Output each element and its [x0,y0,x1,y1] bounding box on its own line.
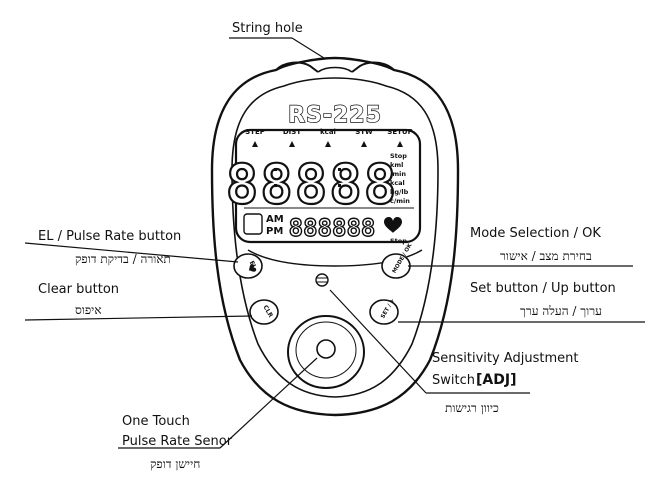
lcd-bottom-stop: Stop [390,237,407,245]
mode-label-dist: DIST [283,128,301,136]
mode-label-setup: SETUP [387,128,412,136]
lcd-sub-digits: 888888 [289,214,376,242]
set-up-button-shape[interactable] [369,299,399,325]
sensor-cup [287,315,365,389]
device-buttons: EL CLR MODE / OK SET / + [233,242,414,359]
callout-string-hole: String hole [232,21,303,36]
pulse-sensor[interactable] [316,339,336,359]
callout-sensitivity-line2: Switch [432,373,475,388]
inner-rim [231,77,439,398]
leader-clear-button [24,315,253,321]
sensitivity-switch[interactable] [315,273,329,287]
leader-el-button [24,242,239,263]
unit-label-stop: Stop [390,152,407,160]
set-up-button[interactable]: SET / + [369,297,399,325]
lcd-lower-row: AM PM 888888 Stop [243,213,407,245]
clr-button[interactable]: CLR [249,299,279,325]
mode-label-kcal: kcal [320,128,336,136]
callout-mode-selection-he: בחירת מצב / אישור [500,249,592,263]
lcd-pm-label: PM [266,226,283,237]
leader-sensitivity [329,289,427,394]
mode-arrow-step [252,141,258,147]
mode-ok-button[interactable]: MODE / OK [381,242,414,279]
model-title: RS-225 [288,103,382,128]
heart-icon [248,264,257,272]
leader-string-hole [291,37,325,59]
unit-label-kglb: kg/lb [390,188,409,196]
callout-sensor-he: חיישן דופק [150,457,200,471]
callout-sensor-line2: Pulse Rate Senor [122,434,233,449]
string-hole-bar [317,66,353,73]
mode-arrow-dist [289,141,295,147]
leader-lines [24,37,645,449]
heart-icon [384,216,402,233]
callout-set-button: Set button / Up button [470,281,616,296]
lcd-colon-dot [274,184,277,187]
callout-el-button-he: תאורה / בדיקת דופק [75,252,171,266]
callout-el-button: EL / Pulse Rate button [38,229,181,244]
lcd-main-digits: 88888 [226,153,399,216]
pulse-sensor-pad[interactable] [316,339,336,359]
callout-texts: String hole EL / Pulse Rate button תאורה… [38,21,616,471]
clr-button-shape[interactable] [249,299,279,325]
mode-arrow-kcal [325,141,331,147]
lcd-colon-dot [338,168,341,171]
mode-label-stw: STW [355,128,373,136]
callout-clear-button: Clear button [38,282,119,297]
lcd-mode-indicator [243,213,263,235]
lcd-colon-dot [338,184,341,187]
unit-label-cmin: c/min [390,197,410,205]
unit-label-kml: kml [390,161,403,169]
string-hole-loop [275,61,395,73]
lcd-unit-labels: Stop kml /min kcal kg/lb c/min [390,152,410,205]
mode-labels: STEP DIST kcal STW SETUP [245,128,413,136]
el-button-shape[interactable] [233,253,263,279]
lcd-colons [274,168,341,187]
mode-arrow-stw [361,141,367,147]
callout-mode-selection: Mode Selection / OK [470,226,601,241]
callout-sensitivity-adj: [ADJ] [476,372,516,388]
sensor-cup-inner [295,321,357,379]
leader-sensor [219,357,318,449]
mode-arrows [252,141,403,147]
callout-sensitivity-he: כיוון רגישות [445,401,499,415]
device-body [210,56,460,417]
callout-sensor-line1: One Touch [122,414,190,429]
mode-arrow-setup [397,141,403,147]
outer-shell [210,56,460,417]
el-button[interactable]: EL [233,253,263,279]
display-frame [234,128,422,244]
lcd-colon-dot [274,168,277,171]
unit-label-min: /min [390,170,406,178]
callout-clear-button-he: איפוס [75,303,102,317]
unit-label-kcal: kcal [390,179,405,187]
lcd-am-label: AM [266,214,284,225]
mode-label-step: STEP [245,128,265,136]
sensitivity-switch-shape[interactable] [315,273,329,287]
callout-sensitivity-line1: Sensitivity Adjustment [432,351,578,366]
callout-set-button-he: ערוך / העלה ערך [520,304,602,318]
